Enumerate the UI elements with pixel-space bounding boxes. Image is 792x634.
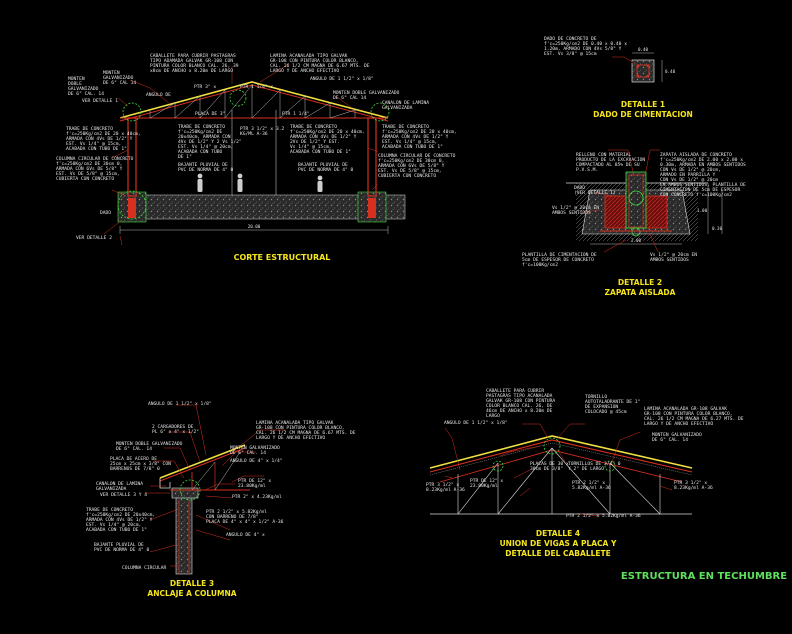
detalle4-ptr-right: PTR 3 1/2" x 8.23Kg/ml A-36 (674, 480, 713, 491)
title-detalle4-c: DETALLE DEL CABALLETE (505, 549, 610, 558)
title-detalle2-b: ZAPATA AISLADA (605, 288, 676, 297)
detalle2-dim-w: 2.00 (631, 238, 642, 243)
corte-ptr-top: PTR 1 1/4" x (240, 84, 273, 90)
detalle4-ptr-bottom: PTR 2 1/2" x 5.82Kg/ml A-36 (566, 513, 641, 519)
corte-ver-detalle1: VER DETALLE 1 (82, 98, 118, 104)
title-detalle3-b: ANCLAJE A COLUMNA (147, 589, 236, 598)
detalle-4: CABALLETE PARA CUBRIR PASTAGRAS TIPO ACA… (426, 388, 746, 558)
corte-ver-detalle2: VER DETALLE 2 (76, 235, 112, 241)
corte-bajante-mid: BAJANTE PLUVIAL DE PVC DE NORMA DE 4" 0 (178, 162, 234, 173)
corte-angulo-top: ANGULO DE 1 1/2" x 1/8" (310, 76, 374, 82)
detalle4-ptr-mid2: PTR 2 1/2" x 5.82Kg/ml A-36 (572, 480, 611, 491)
detalle1-dim-h: 0.40 (665, 69, 676, 74)
detalle3-placa: PLACA DE ACERO DE 25cm x 25cm x 3/8" CON… (110, 456, 174, 472)
detalle4-angulo: ANGULO DE 1 1/2" x 1/8" (444, 420, 508, 426)
title-estructura-techumbre: ESTRUCTURA EN TECHUMBRE (621, 571, 787, 582)
corte-placa: PLACA DE 3" (195, 111, 225, 117)
detail-callout-circle (117, 190, 147, 220)
corte-monten-label: MONTEN DOBLE GALVANIZADO DE 6" CAL. 14 (68, 76, 104, 97)
title-corte-estructural: CORTE ESTRUCTURAL (234, 253, 331, 262)
corte-caballete-label: CABALLETE PARA CUBRIR PASTAGRAS TIPO ADA… (150, 53, 241, 74)
corte-ptr1: PTR 3" x (194, 84, 216, 90)
roof-line (119, 81, 389, 119)
detalle2-relleno: RELLENO CON MATERIAL PRODUCTO DE LA EXCA… (576, 152, 648, 173)
detalle2-plantilla: PLANTILLA DE CIMENTACION DE 5cm DE ESPES… (522, 252, 599, 268)
detalle3-placa2: PTR 2 1/2" x 5.82Kg/ml CON BARRENO DE 7/… (206, 509, 284, 525)
detalle3-trabe: TRABE DE CONCRETO f'c=250Kg/cm2 DE 20x40… (86, 507, 158, 533)
detalle3-angulo3: ANGULO DE 4" x (226, 532, 265, 538)
corte-dado: DADO (100, 210, 111, 216)
corte-monten-top-label: MONTEN GALVANIZADO DE 6" CAL 14 (103, 70, 136, 86)
detalle4-placas: PLACAS DE 30 x 30cm DE 3/8" (530, 461, 572, 472)
corte-estructural: 20.00 CABALLETE PARA CUBRIR PASTAGRAS TI… (56, 53, 459, 262)
dim-span: 20.00 (248, 224, 261, 229)
detalle2-dado: DADO (VER DETALLE 1) (574, 185, 616, 196)
detalle3-monten-doble: MONTEN DOBLE GALVANIZADO DE 6" CAL. 14 (116, 441, 185, 452)
detalle4-lamina: LAMINA ACANALADA GR-108 GALVAK GR-108 CO… (644, 406, 746, 427)
title-detalle4-a: DETALLE 4 (536, 529, 580, 538)
detalle3-monten-galv: MONTEN GALVANIZADO DE 6" CAL. 14 (230, 445, 283, 456)
detalle3-lamina: LAMINA ACANALADA TIPO GALVAK GR-108 CON … (256, 420, 358, 441)
detalle3-angulo: ANGULO DE 1 1/2" x 1/8" (148, 401, 212, 407)
detalle4-tornillo: TORNILLO AUTOTALADRANTE DE 1" DE EXPANSI… (585, 394, 643, 415)
detalle-1: 0.40 0.40 DADO DE CONCRETO DE f'c=250Kg/… (544, 36, 693, 119)
corte-ptr2: PTR 1 1/4" (282, 111, 310, 117)
corte-trabe-right1: TRABE DE CONCRETO f'c=250Kg/cm2 DE 20 x … (290, 124, 367, 155)
detalle4-tornillos: TORNILLOS DE 3/4" 0 Y 2" DE LARGO (568, 461, 623, 472)
corte-lamina-label: LAMINA ACANALADA TIPO GALVAK GR-108 CON … (270, 53, 372, 74)
corte-ptr-mid: PTR 3 1/2" x 3.2 KG/ML A-36 (240, 126, 287, 137)
corte-columna-left: COLUMNA CIRCULAR DE CONCRETO f'c=250Kg/c… (56, 156, 136, 182)
detalle2-zapata: ZAPATA AISLADA DE CONCRETO f'c=250Kg/cm2… (660, 152, 749, 198)
dado-section (631, 59, 655, 83)
people-silhouettes (197, 173, 323, 192)
title-detalle4-b: UNION DE VIGAS A PLACA Y (500, 539, 617, 548)
left-dado (128, 198, 136, 218)
corte-trabe-left: TRABE DE CONCRETO f'c=250Kg/cm2 DE 20 x … (66, 126, 143, 152)
corte-bajante-right: BAJANTE PLUVIAL DE PVC DE NORMA DE 4" 0 (298, 162, 354, 173)
detalle4-monten: MONTEN GALVANIZADO DE 6" CAL. 14 (652, 432, 705, 443)
title-detalle3-a: DETALLE 3 (170, 579, 214, 588)
corte-columna-right: COLUMNA CIRCULAR DE CONCRETO f'c=250Kg/c… (378, 153, 458, 179)
detalle3-angulo2: ANGULO DE 4" x 1/4" (230, 458, 283, 464)
detalle4-caballete: CABALLETE PARA CUBRIR PASTAGRAS TIPO ACA… (486, 388, 558, 419)
corte-canalon: CANALON DE LAMINA GALVANIZADA (382, 100, 432, 111)
right-column (367, 117, 377, 197)
detalle3-ver-detalle: VER DETALLE 3 Y 4 (100, 492, 147, 498)
corte-trabe-right2: TRABE DE CONCRETO f'c=250Kg/cm2 DE 20 x … (382, 124, 459, 150)
ground-slab (119, 194, 406, 220)
detalle4-ptr-left: PTR 3 1/2" x 8.23Kg/ml A-36 (426, 482, 465, 493)
detalle3-ptr2: PTR 2" x 4.23Kg/ml (232, 494, 282, 500)
detalle1-dim-w: 0.40 (638, 47, 649, 52)
right-dado (368, 198, 376, 218)
title-detalle1-a: DETALLE 1 (621, 100, 665, 109)
detalle-3: ANGULO DE 1 1/2" x 1/8" 2 CARGADORES DE … (86, 401, 358, 598)
corte-angulo-left: ANGULO DE (146, 92, 171, 98)
detalle2-dim-h1: 1.00 (697, 208, 708, 213)
corte-monten-doble: MONTEN DOBLE GALVANIZADO DE 6" CAL 14 (333, 90, 402, 101)
detalle3-cargadores: 2 CARGADORES DE PL 6" x 4" x 1/2" (152, 424, 199, 435)
detalle2-vs-right: Vs 1/2" @ 20cm EN AMBOS SENTIDOS (552, 205, 602, 216)
detalle-2: 1.00 0.30 2.00 RELLENO CON MATERIAL PROD… (522, 149, 749, 297)
detalle3-column (175, 495, 193, 575)
detalle2-vs-bottom: Vs 1/2" @ 20cm EN AMBOS SENTIDOS (650, 252, 700, 263)
detalle3-columna: COLUMNA CIRCULAR (122, 565, 166, 571)
detalle3-roof (159, 444, 246, 479)
detalle2-dim-h2: 0.30 (712, 226, 723, 231)
title-detalle1-b: DADO DE CIMENTACION (593, 110, 693, 119)
title-detalle2-a: DETALLE 2 (618, 278, 662, 287)
detalle3-bajante: BAJANTE PLUVIAL DE PVC DE NORMA DE 4" 0 (94, 542, 150, 553)
corte-trabe-mid: TRABE DE CONCRETO f'c=250Kg/cm2 DE 20x40… (178, 124, 244, 160)
detalle4-ptr-mid1: PTR DE 12" x 23.80Kg/ml (470, 478, 506, 489)
detalle3-canalon: CANALON DE LAMINA GALVANIZADA (96, 481, 146, 492)
detalle4-roof (429, 435, 693, 469)
detalle3-ptr: PTR DE 12" x 23.80Kg/ml (238, 478, 274, 489)
detalle1-label: DADO DE CONCRETO DE f'c=250Kg/cm2 DE 0.4… (544, 36, 630, 57)
